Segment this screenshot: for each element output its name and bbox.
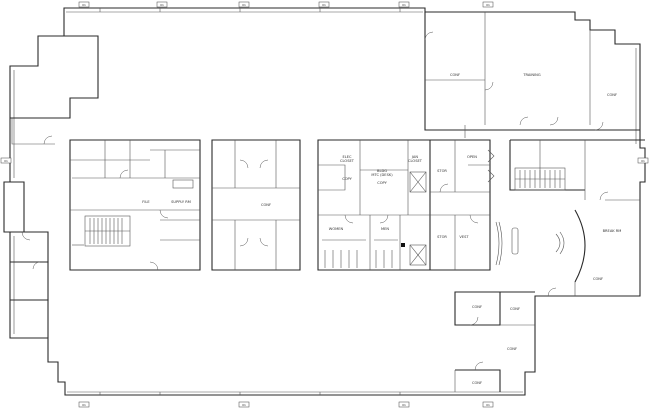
svg-text:01: 01 bbox=[641, 159, 645, 163]
column-tag: 01 bbox=[0, 157, 12, 164]
svg-text:01: 01 bbox=[402, 3, 406, 7]
svg-text:01: 01 bbox=[486, 3, 490, 7]
label-conf-b3: CONF bbox=[507, 347, 517, 351]
label-training: TRAINING bbox=[522, 73, 541, 77]
column-tag: 01 bbox=[482, 1, 494, 8]
core-center-left bbox=[211, 139, 301, 271]
column-tag: 01 bbox=[156, 1, 168, 8]
label-stor2: STOR bbox=[437, 235, 447, 239]
label-conf-right: CONF bbox=[607, 93, 617, 97]
room-ne-block bbox=[424, 12, 640, 138]
room-se-block bbox=[454, 291, 535, 392]
svg-text:01: 01 bbox=[242, 403, 246, 407]
label-conf-b4: CONF bbox=[472, 381, 482, 385]
svg-text:01: 01 bbox=[322, 3, 326, 7]
column-tag: 01 bbox=[78, 401, 90, 408]
svg-text:01: 01 bbox=[82, 3, 86, 7]
label-stor: STOR bbox=[437, 169, 447, 173]
label-conf-mid: CONF bbox=[261, 203, 271, 207]
label-copy: COPY bbox=[342, 177, 352, 181]
column-tag: 01 bbox=[318, 1, 330, 8]
label-file: FILE bbox=[142, 200, 150, 204]
stair-left-icon bbox=[84, 215, 131, 247]
label-vest: VEST bbox=[459, 235, 469, 239]
core-right bbox=[430, 139, 495, 271]
room-nw-office bbox=[10, 35, 99, 145]
column-tag: 01 bbox=[637, 157, 649, 164]
exterior-wall bbox=[3, 7, 646, 396]
svg-text:01: 01 bbox=[4, 159, 8, 163]
stair-right-icon bbox=[514, 167, 566, 191]
lobby-right bbox=[495, 139, 645, 297]
column-tag: 01 bbox=[482, 401, 494, 408]
svg-text:01: 01 bbox=[486, 403, 490, 407]
room-w-offices bbox=[10, 231, 49, 338]
label-open: OPEN bbox=[467, 155, 477, 159]
column-tag: 01 bbox=[398, 401, 410, 408]
label-supply-rm: SUPPLY RM bbox=[171, 200, 191, 204]
core-left bbox=[69, 139, 201, 271]
svg-text:01: 01 bbox=[160, 3, 164, 7]
label-copy-wc: COPY bbox=[377, 181, 387, 185]
column-tag: 01 bbox=[78, 1, 90, 8]
column-tag: 01 bbox=[398, 1, 410, 8]
label-break-rm: BREAK RM bbox=[603, 229, 622, 233]
label-conf-b2: CONF bbox=[510, 307, 520, 311]
label-women: WOMEN bbox=[329, 227, 344, 231]
column-tag: 01 bbox=[238, 401, 250, 408]
room-labels: CONF TRAINING CONF BREAK RM FILE SUPPLY … bbox=[142, 73, 621, 385]
label-men: MEN bbox=[381, 227, 389, 231]
label-conf2: CONF bbox=[593, 277, 603, 281]
svg-text:01: 01 bbox=[402, 403, 406, 407]
label-conf-top: CONF bbox=[450, 73, 460, 77]
column-tag: 01 bbox=[238, 1, 250, 8]
svg-text:01: 01 bbox=[242, 3, 246, 7]
label-conf-b1: CONF bbox=[472, 305, 482, 309]
svg-text:01: 01 bbox=[82, 403, 86, 407]
